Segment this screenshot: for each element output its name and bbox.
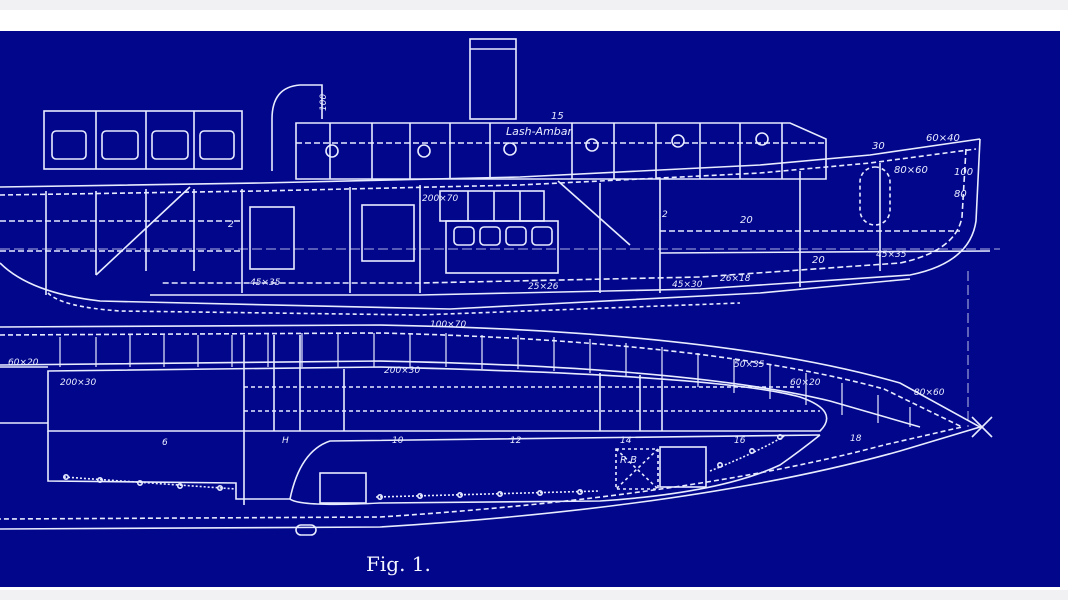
window (151, 130, 189, 160)
label-dim: 200×30 (60, 378, 96, 388)
label-frame: 2 (228, 220, 234, 230)
label-frame-number: 12 (510, 436, 522, 446)
label-frame-number: 14 (620, 436, 632, 446)
label-frame-number: 10 (392, 436, 404, 446)
plan-inner-curve (289, 434, 821, 506)
label-dim: 45×35 (876, 250, 907, 260)
label-dim: 80 (954, 189, 967, 200)
deck-sheer-line (0, 138, 981, 188)
label-dim: 45×30 (672, 280, 703, 290)
engine-block (361, 204, 415, 262)
window (51, 130, 87, 160)
label-dim: 30 (872, 141, 885, 152)
figure-caption: Fig. 1. (366, 552, 431, 576)
porthole (585, 138, 599, 152)
forward-hatch (859, 166, 891, 226)
plan-view (0, 271, 993, 536)
label-frame-number: 6 (162, 438, 168, 448)
label-lash-ambar: Lash-Ambar (506, 125, 574, 138)
label-frame-number: 16 (734, 436, 746, 446)
rudder-oval (295, 524, 317, 536)
window (101, 130, 139, 160)
side-elevation (0, 38, 1000, 316)
plan-view-labels: 100×70 200×30 200×30 50×35 60×20 60×20 8… (8, 320, 945, 466)
label-dim: 60×40 (926, 133, 960, 144)
boiler (249, 206, 295, 270)
label-dim: 200×70 (422, 194, 458, 204)
funnel (469, 38, 517, 120)
label-dim: 200×30 (384, 366, 420, 376)
label-dim: 60×20 (790, 378, 821, 388)
label-dim: 20 (812, 255, 825, 266)
label-dim: 26×18 (720, 274, 751, 284)
side-elevation-labels: 100 15 Lash-Ambar 30 60×40 80×60 100 80 … (228, 94, 973, 292)
label-dim: 100×70 (430, 320, 466, 330)
plan-hull-outline (0, 324, 983, 530)
label-frame-number: 18 (850, 434, 862, 444)
machinery-casing (445, 220, 559, 274)
ship-blueprint: 100 15 Lash-Ambar 30 60×40 80×60 100 80 … (0, 31, 1060, 587)
label-dim: 25×26 (528, 282, 559, 292)
label-dim: 60×20 (8, 358, 39, 368)
label-frame-number: H (282, 436, 289, 446)
ventilator (271, 84, 323, 171)
label-dim: 100 (954, 167, 973, 178)
forward-deckhouse (43, 110, 243, 170)
porthole (503, 142, 517, 156)
label-dim: 45×35 (250, 278, 281, 288)
label-dim: 80×60 (894, 165, 928, 176)
label-dim: 100 (319, 94, 329, 111)
porthole (755, 132, 769, 146)
hatch (659, 446, 707, 488)
porthole (671, 134, 685, 148)
label-dim: 20 (740, 215, 753, 226)
hatch-rb (615, 448, 659, 490)
stem-and-keel (150, 138, 981, 296)
blueprint-drawing: 100 15 Lash-Ambar 30 60×40 80×60 100 80 … (0, 31, 1060, 587)
image-frame: 100 15 Lash-Ambar 30 60×40 80×60 100 80 … (0, 10, 1068, 590)
hatch (319, 472, 367, 504)
plan-deck-outline (47, 366, 828, 432)
porthole (417, 144, 431, 158)
blueprint-background (0, 31, 1060, 587)
window (199, 130, 235, 160)
label-dim: 50×35 (734, 360, 765, 370)
label-rb: R.B (620, 455, 637, 466)
label-frame: 2 (662, 210, 668, 220)
label-dim: 15 (551, 111, 564, 122)
label-dim: 80×60 (914, 388, 945, 398)
porthole (325, 144, 339, 158)
